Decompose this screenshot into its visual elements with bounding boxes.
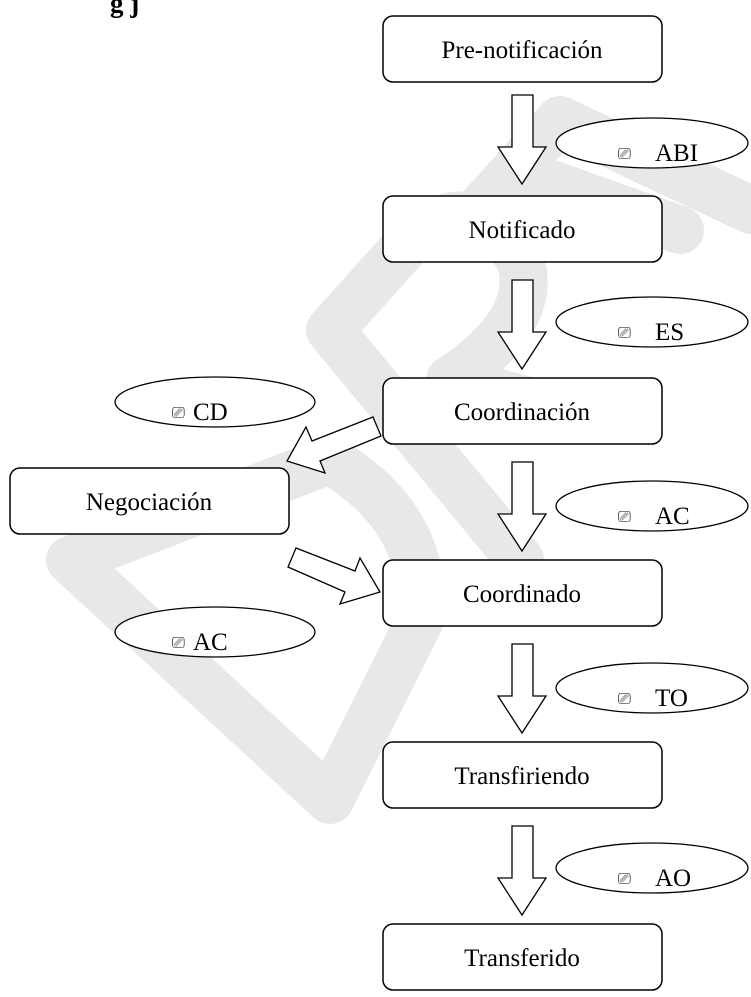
- state-box-transfiriendo: Transfiriendo: [382, 741, 663, 809]
- transition-code: TO: [655, 685, 688, 712]
- state-label: Coordinación: [454, 399, 591, 426]
- state-label: Coordinado: [463, 581, 581, 608]
- arrow-down-2: [496, 279, 548, 371]
- transition-code: AC: [193, 629, 228, 656]
- transition-code: AO: [655, 865, 691, 892]
- transition-icon: ⎚: [618, 144, 631, 163]
- transition-oval-cd: ⎚ CD: [114, 376, 316, 428]
- transition-code: ABI: [655, 140, 698, 167]
- page-heading: g j: [110, 0, 140, 18]
- transition-oval-ao: ⎚ AO: [555, 842, 749, 894]
- transition-oval-abi: ⎚ ABI: [555, 117, 749, 169]
- transition-code: ES: [655, 319, 684, 346]
- state-label: Notificado: [469, 217, 576, 244]
- transition-icon: ⎚: [618, 507, 631, 526]
- state-box-transferido: Transferido: [382, 923, 663, 991]
- state-box-coordinacion: Coordinación: [382, 377, 663, 445]
- transition-icon: ⎚: [172, 403, 185, 422]
- arrow-down-5: [496, 825, 548, 917]
- state-label: Transferido: [464, 945, 580, 972]
- arrow-down-4: [496, 643, 548, 735]
- arrow-to-negociacion: [286, 416, 382, 475]
- transition-icon: ⎚: [172, 633, 185, 652]
- transition-oval-es: ⎚ ES: [555, 296, 749, 348]
- state-label: Negociación: [86, 489, 213, 516]
- arrow-to-coordinado: [287, 547, 381, 606]
- transition-icon: ⎚: [618, 689, 631, 708]
- state-box-pre-notificacion: Pre-notificación: [382, 15, 663, 83]
- transition-icon: ⎚: [618, 869, 631, 888]
- transition-code: CD: [193, 399, 228, 426]
- transition-oval-ac-1: ⎚ AC: [555, 480, 749, 532]
- state-label: Pre-notificación: [441, 37, 603, 64]
- state-label: Transfiriendo: [454, 763, 589, 790]
- transition-oval-ac-2: ⎚ AC: [114, 606, 316, 658]
- state-box-notificado: Notificado: [382, 195, 663, 263]
- state-box-coordinado: Coordinado: [382, 559, 663, 627]
- arrow-down-1: [496, 94, 548, 186]
- state-box-negociacion: Negociación: [9, 467, 290, 535]
- arrow-down-3: [496, 461, 548, 553]
- transition-icon: ⎚: [618, 323, 631, 342]
- transition-code: AC: [655, 503, 690, 530]
- transition-oval-to: ⎚ TO: [555, 662, 749, 714]
